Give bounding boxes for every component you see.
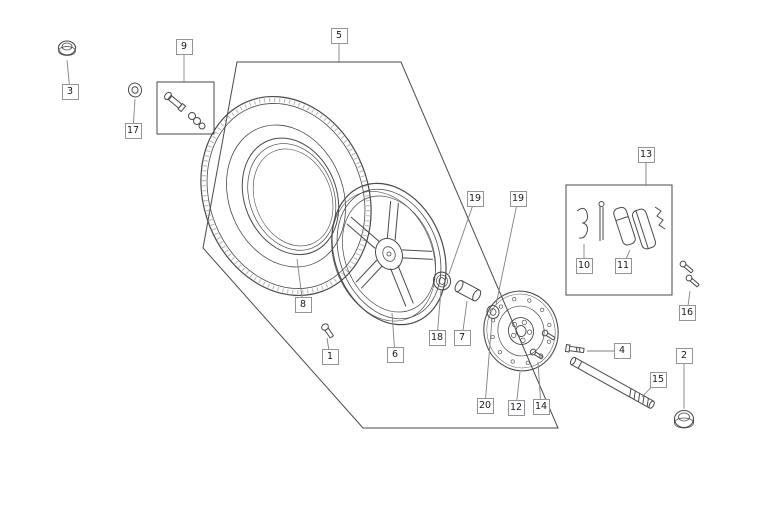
small-bolt — [321, 323, 334, 339]
axle-nut — [673, 409, 695, 429]
wheel-rim — [331, 182, 447, 326]
leader-line-19 — [448, 198, 476, 275]
callout-5: 5 — [330, 28, 348, 44]
callout-2: 2 — [675, 348, 693, 364]
callout-6: 6 — [386, 347, 404, 363]
leader-line-20 — [484, 318, 493, 407]
callout-9: 9 — [175, 39, 193, 55]
assembly-boundary-outline — [202, 61, 559, 429]
callout-4: 4 — [613, 343, 631, 359]
callout-18: 18 — [428, 330, 446, 346]
callout-3: 3 — [61, 84, 79, 100]
valve-kit — [164, 91, 206, 130]
leader-lines — [66, 36, 691, 409]
callout-14: 14 — [532, 399, 550, 415]
callout-10: 10 — [575, 258, 593, 274]
callout-1: 1 — [321, 349, 339, 365]
spacer-tube — [454, 279, 482, 302]
wheel-bearing — [432, 271, 452, 291]
callout-20: 20 — [476, 398, 494, 414]
disc-screws — [529, 329, 556, 360]
cap-nut — [57, 40, 77, 56]
stud-bolt — [564, 343, 585, 354]
callout-15: 15 — [649, 372, 667, 388]
callout-19: 19 — [509, 191, 527, 207]
callout-13: 13 — [637, 147, 655, 163]
callout-12: 12 — [507, 400, 525, 416]
caliper-screws — [679, 260, 700, 288]
brake-disc — [483, 290, 559, 372]
callout-16: 16 — [678, 305, 696, 321]
callout-17: 17 — [124, 123, 142, 139]
axle-shaft — [569, 356, 655, 409]
brake-pads — [613, 206, 666, 250]
valve-kit-box — [156, 81, 215, 135]
tire — [200, 95, 372, 297]
callout-11: 11 — [614, 258, 632, 274]
brake-pad-kit-box — [565, 184, 673, 296]
leader-line-19 — [495, 198, 519, 306]
callout-8: 8 — [294, 297, 312, 313]
callout-7: 7 — [453, 330, 471, 346]
pad-retainer-clip — [576, 201, 605, 241]
washer — [486, 305, 500, 319]
seal-ring — [127, 82, 143, 98]
callout-19: 19 — [466, 191, 484, 207]
